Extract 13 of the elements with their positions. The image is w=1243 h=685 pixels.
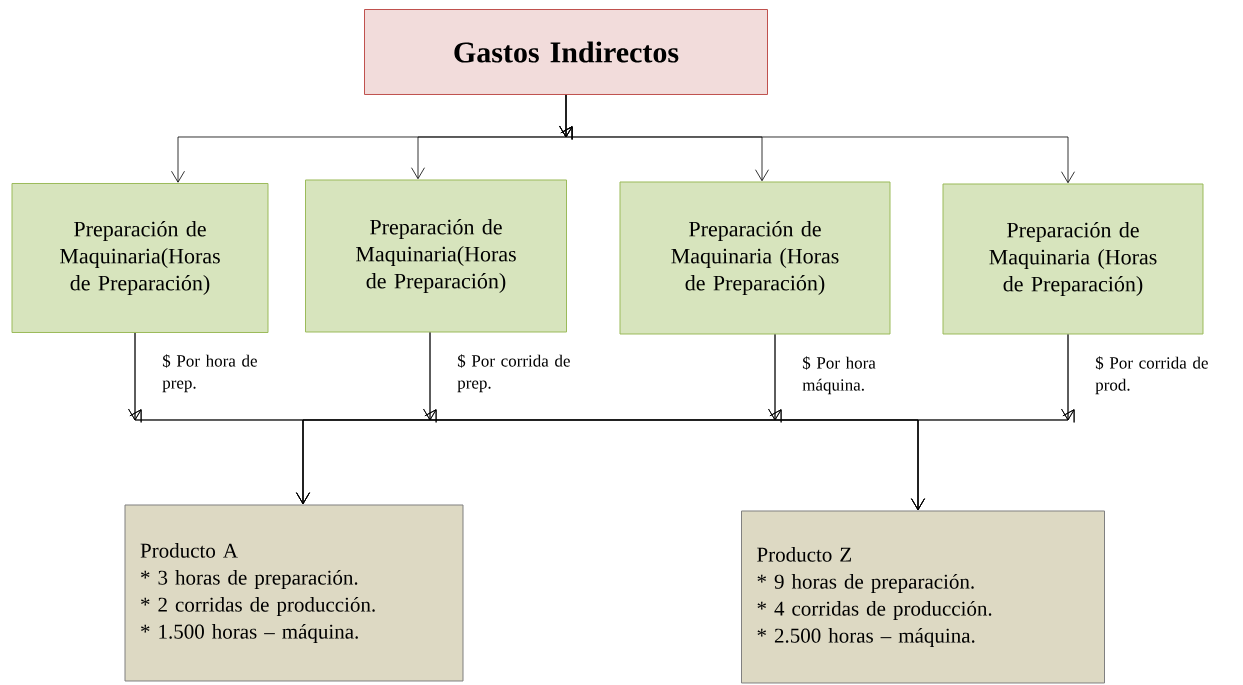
cost-pool-box: Preparación de Maquinaria(Horas de Preparación) [11,183,269,333]
cost-pool-box: Preparación de Maquinaria (Horas de Preparación) [942,183,1204,335]
rate-label: $ Por hora máquina. [802,356,876,395]
cost-pool-box: Preparación de Maquinaria(Horas de Preparación) [305,179,567,333]
title-box: Gastos Indirectos [364,9,768,95]
arrow [911,334,1075,511]
rate-label: $ Por hora de prep. [162,354,257,393]
product-box: Producto A * 3 horas de preparación. * 2 corridas de producción. * 1.500 horas – máquina. [124,504,464,682]
cost-pool-box: Preparación de Maquinaria (Horas de Preparación) [619,181,891,335]
rate-label: $ Por corrida de prod. [1095,356,1208,395]
rate-label: $ Por corrida de prep. [457,354,570,393]
product-box: Producto Z * 9 horas de preparación. * 4 corridas de producción. * 2.500 horas – máquina. [741,510,1105,684]
arrow [559,94,1075,184]
